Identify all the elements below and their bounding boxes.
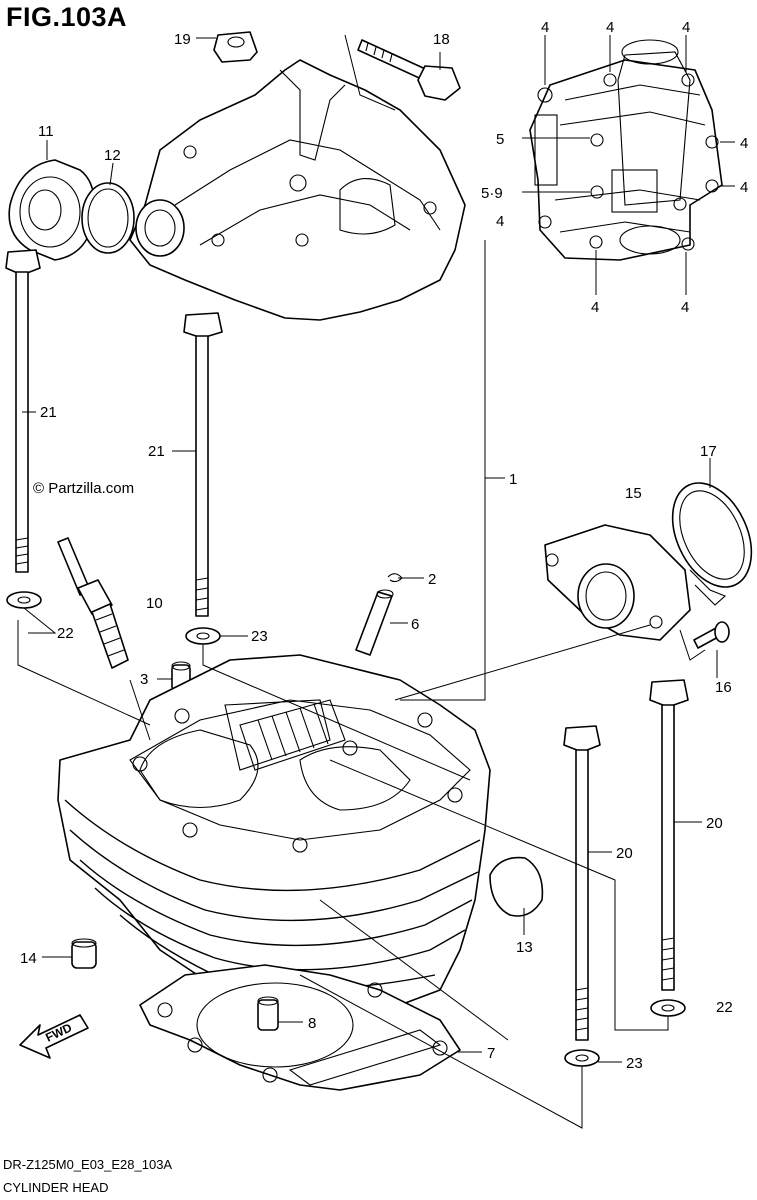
part-20-bolt-right[interactable] (649, 679, 689, 991)
callout-12: 12 (104, 147, 121, 164)
figure-title: FIG.103A (6, 2, 128, 32)
callout-4: 4 (541, 19, 549, 36)
part-18-bolt[interactable] (357, 39, 461, 101)
callout-labels: 19 18 11 12 21 21 10 22 23 3 2 6 1 15 17… (20, 19, 748, 1072)
part-21-bolt-middle[interactable] (183, 312, 223, 617)
part-22-washer-right[interactable] (650, 999, 686, 1017)
callout-22: 22 (57, 625, 74, 642)
part-14-dowel[interactable] (71, 938, 97, 969)
diagram-caption: CYLINDER HEAD (3, 1180, 109, 1195)
callout-13: 13 (516, 939, 533, 956)
callout-11: 11 (38, 123, 54, 140)
callout-16: 16 (715, 679, 732, 696)
callout-1: 1 (509, 471, 517, 488)
part-11-seal[interactable] (8, 159, 96, 261)
callout-23: 23 (251, 628, 268, 645)
callout-20: 20 (706, 815, 723, 832)
part-22-washer-left[interactable] (6, 591, 42, 609)
callout-6: 6 (411, 616, 419, 633)
fwd-arrow-icon: FWD (19, 1014, 89, 1059)
head-cover[interactable] (129, 59, 466, 321)
part-21-bolt-left[interactable] (5, 249, 41, 573)
cylinder-head[interactable] (57, 654, 491, 1011)
callout-22: 22 (716, 999, 733, 1016)
callout-2: 2 (428, 571, 436, 588)
part-13-plug[interactable] (489, 856, 544, 917)
leader-lines (17, 34, 735, 1129)
part-7-gasket[interactable] (139, 964, 461, 1091)
diagram-code: DR-Z125M0_E03_E28_103A (3, 1157, 173, 1172)
callout-10: 10 (146, 595, 163, 612)
callout-21: 21 (148, 443, 165, 460)
callout-4: 4 (681, 299, 689, 316)
camshaft-bore (239, 699, 346, 771)
callout-14: 14 (20, 950, 37, 967)
callout-4: 4 (740, 135, 748, 152)
callout-4: 4 (496, 213, 504, 230)
callout-15: 15 (625, 485, 642, 502)
watermark-text: © Partzilla.com (33, 480, 135, 497)
callout-21: 21 (40, 404, 57, 421)
callout-20: 20 (616, 845, 633, 862)
part-17-clamp[interactable] (657, 470, 757, 606)
part-8-dowel[interactable] (257, 996, 279, 1031)
callout-5: 5 (496, 131, 504, 148)
head-cover-underside[interactable] (529, 39, 723, 261)
part-15-intake-pipe[interactable] (544, 524, 691, 641)
part-6-valve-guide[interactable] (355, 589, 394, 656)
part-16-screw[interactable] (693, 621, 730, 649)
part-20-bolt-left[interactable] (563, 725, 601, 1041)
callout-5-9: 5·9 (481, 185, 503, 202)
callout-7: 7 (487, 1045, 495, 1062)
part-19-cap[interactable] (213, 31, 258, 63)
callout-8: 8 (308, 1015, 316, 1032)
callout-4: 4 (682, 19, 690, 36)
part-12-o-ring[interactable] (81, 182, 135, 254)
callout-4: 4 (740, 179, 748, 196)
callout-18: 18 (433, 31, 450, 48)
part-23-washer-middle[interactable] (185, 627, 221, 645)
part-10-spark-plug[interactable] (57, 537, 129, 669)
callout-17: 17 (700, 443, 717, 460)
callout-4: 4 (591, 299, 599, 316)
callout-3: 3 (140, 671, 148, 688)
callout-19: 19 (174, 31, 191, 48)
callout-23: 23 (626, 1055, 643, 1072)
part-23-washer-right[interactable] (564, 1049, 600, 1067)
callout-4: 4 (606, 19, 614, 36)
